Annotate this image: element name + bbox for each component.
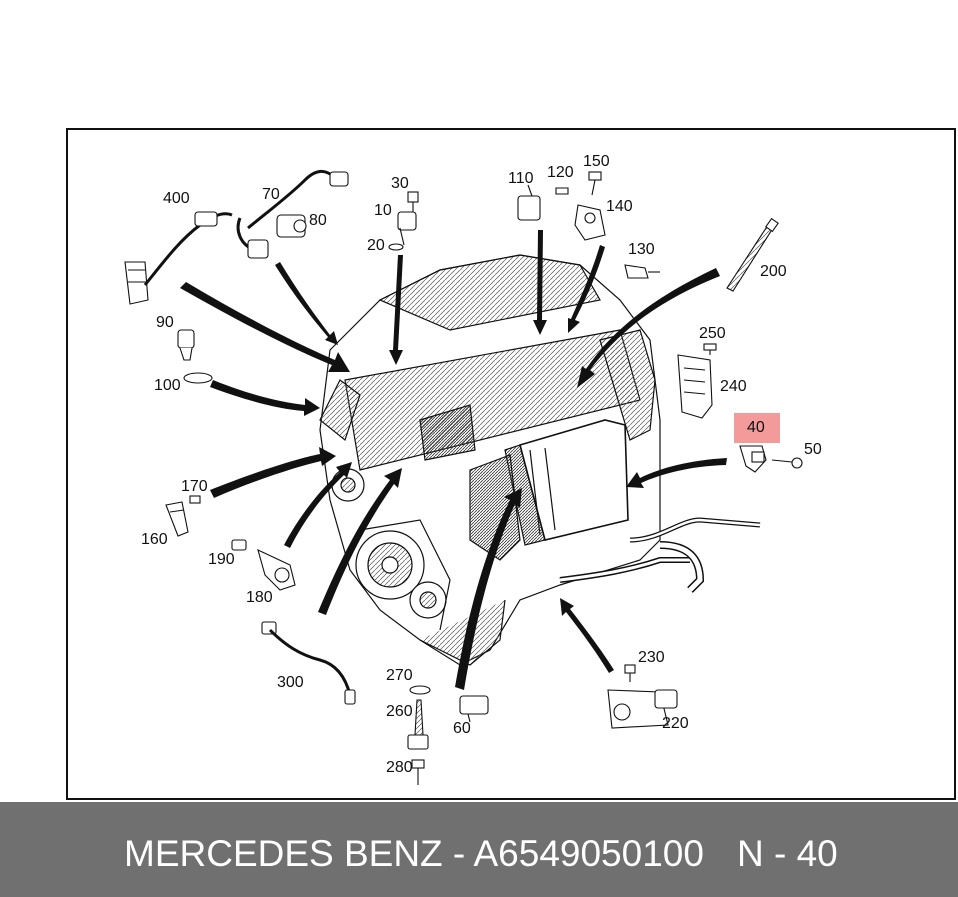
callout-110: 110 <box>508 170 534 187</box>
part-40-sensor <box>739 445 767 473</box>
part-30-bolt <box>407 191 419 212</box>
callout-60: 60 <box>453 720 471 737</box>
callout-50: 50 <box>804 441 822 458</box>
part-130-sensor <box>624 264 660 279</box>
callout-80: 80 <box>309 212 327 229</box>
callout-240: 240 <box>720 378 747 395</box>
callout-300: 300 <box>277 674 304 691</box>
part-70-sensor <box>236 170 349 259</box>
part-110-sensor <box>517 184 541 221</box>
callout-230: 230 <box>638 649 665 666</box>
part-200-glow-plug <box>726 217 779 292</box>
part-120-bolt <box>555 187 569 195</box>
part-20-oring <box>388 243 404 251</box>
part-160-sensor <box>165 501 189 537</box>
leader-arrows <box>180 230 727 690</box>
part-140-sensor <box>574 204 606 241</box>
callout-90: 90 <box>156 314 174 331</box>
part-270-oring <box>409 685 431 695</box>
callout-130: 130 <box>628 241 655 258</box>
footer-reference: N - 40 <box>737 833 838 874</box>
engine-parts-diagram <box>124 170 803 785</box>
part-180-sensor <box>257 548 296 591</box>
part-60-sensor <box>459 695 489 723</box>
callout-270: 270 <box>386 667 413 684</box>
part-50-bolt <box>771 457 803 469</box>
callout-30: 30 <box>391 175 409 192</box>
part-80-sensor <box>276 214 307 238</box>
highlight-callout-40 <box>734 413 780 443</box>
part-300-sensor <box>261 621 356 705</box>
part-240-module <box>677 354 713 419</box>
part-220-valve <box>607 689 678 729</box>
callout-100: 100 <box>154 377 181 394</box>
callout-10: 10 <box>374 202 392 219</box>
engine-assembly <box>319 254 761 666</box>
callout-70: 70 <box>262 186 280 203</box>
callout-120: 120 <box>547 164 574 181</box>
part-90-sensor <box>177 329 195 361</box>
part-190-plug <box>231 539 247 551</box>
callout-180: 180 <box>246 589 273 606</box>
callout-40: 40 <box>747 419 765 436</box>
callout-160: 160 <box>141 531 168 548</box>
callout-260: 260 <box>386 703 413 720</box>
parts <box>124 170 803 785</box>
part-250-bolt <box>703 343 717 355</box>
footer-part-number: MERCEDES BENZ - A6549050100 <box>124 833 704 874</box>
callout-250: 250 <box>699 325 726 342</box>
callout-150: 150 <box>583 153 610 170</box>
part-280-bolt <box>411 759 425 785</box>
part-170-bolt <box>189 495 201 504</box>
part-150-bolt <box>588 171 602 196</box>
callout-170: 170 <box>181 478 208 495</box>
callout-190: 190 <box>208 551 235 568</box>
callout-200: 200 <box>760 263 787 280</box>
part-230-bolt <box>624 664 636 682</box>
callout-280: 280 <box>386 759 413 776</box>
part-400-sensor <box>124 211 233 305</box>
part-100-gasket <box>183 372 213 384</box>
callout-140: 140 <box>606 198 633 215</box>
footer-bar <box>0 802 958 897</box>
part-10-sensor <box>397 211 417 246</box>
callout-220: 220 <box>662 715 689 732</box>
callout-400: 400 <box>163 190 190 207</box>
part-260-level-sensor <box>407 699 429 750</box>
callout-20: 20 <box>367 237 385 254</box>
